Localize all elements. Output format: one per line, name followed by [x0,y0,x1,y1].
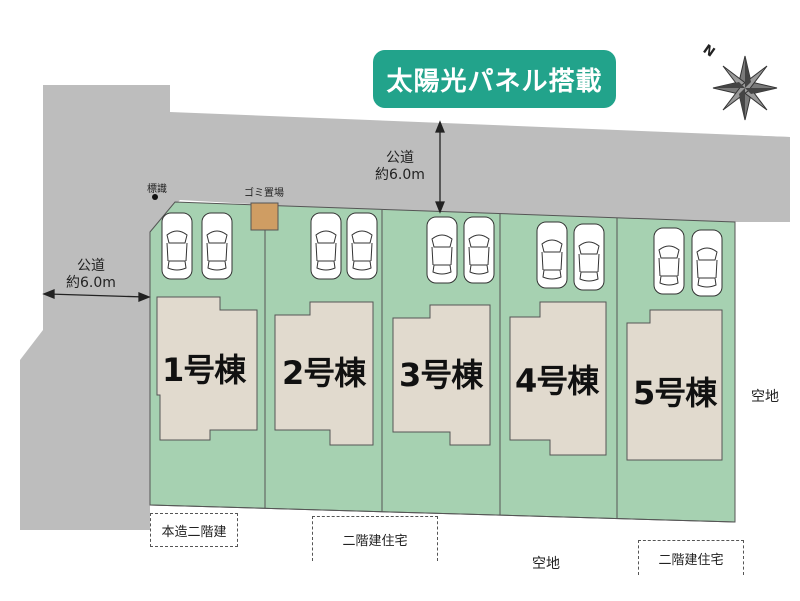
west-road-label: 公道 約6.0m [66,258,116,292]
lot-3-label: 3号棟 [399,356,483,394]
neighbor-wood-two-story: 本造二階建 [150,513,238,547]
parked-car-icon [310,212,342,280]
parked-car-icon [201,212,233,280]
public-road [43,85,790,530]
compass-north-letter: N [700,42,718,61]
lot-1-label: 1号棟 [162,351,246,389]
west-road-outer-curve [20,330,43,530]
parking-cars [161,212,723,297]
north-road-label: 公道 約6.0m [375,150,425,184]
lot-2-label: 2号棟 [282,354,366,392]
west-road-label-line2: 約6.0m [66,275,116,291]
neighbor-two-story-house-2: 二階建住宅 [638,540,744,575]
building-5 [626,309,723,461]
north-road-label-line1: 公道 [385,150,414,166]
compass-rose-icon [712,55,778,121]
west-road-label-line1: 公道 [76,258,105,274]
sign-label: 標識 [147,184,167,195]
building-3 [392,304,491,446]
parked-car-icon [161,212,193,280]
building-4 [509,301,607,456]
parked-car-icon [536,221,568,289]
parked-car-icon [653,227,685,295]
west-road-width-arrow [42,289,151,302]
garbage-area [250,202,279,231]
parked-car-icon [346,212,378,280]
neighbor-two-story-house-1: 二階建住宅 [312,516,438,561]
south-vacant-lot-label: 空地 [532,556,560,572]
solar-panel-banner: 太陽光パネル搭載 [373,50,616,108]
south-boundary-line [149,504,736,523]
building-footprints [156,296,723,461]
lot-4-label: 4号棟 [515,362,599,400]
garbage-area-label: ゴミ置場 [244,188,284,199]
lot-5-label: 5号棟 [633,374,717,412]
parked-car-icon [463,216,495,284]
east-vacant-lot-label: 空地 [751,389,779,405]
north-road-width-arrow [435,120,445,214]
parked-car-icon [426,216,458,284]
north-road-label-line2: 約6.0m [375,167,425,183]
parked-car-icon [691,229,723,297]
building-2 [274,301,374,446]
sign-marker [152,194,158,200]
north-road-right-edge [735,135,790,222]
parked-car-icon [573,223,605,291]
building-1 [156,296,258,441]
